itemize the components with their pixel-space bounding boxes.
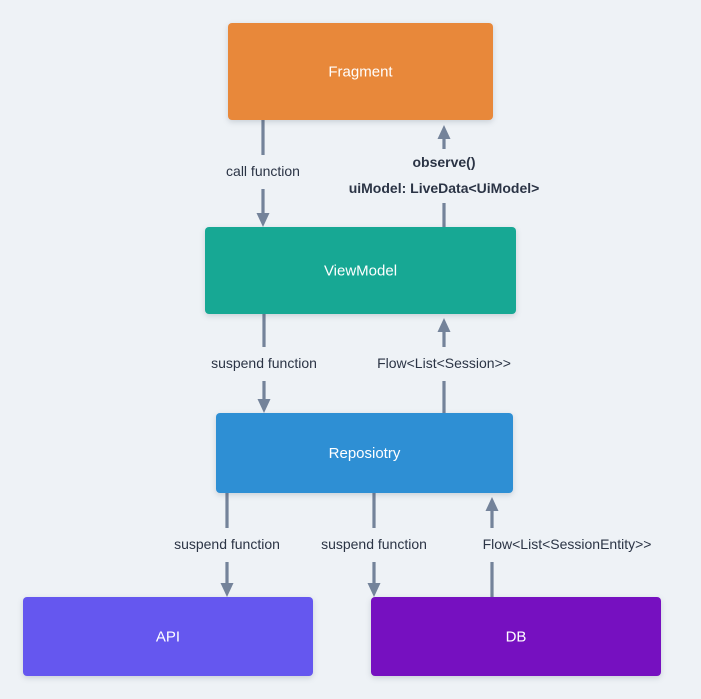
edge-label-line: call function bbox=[226, 163, 300, 179]
node-box-db[interactable] bbox=[371, 597, 661, 676]
edge-label-viewmodel-to-repository: suspend function bbox=[211, 355, 317, 371]
node-label-repository: Reposiotry bbox=[329, 445, 401, 462]
node-api[interactable]: API bbox=[23, 597, 313, 676]
edge-label-line: suspend function bbox=[321, 536, 427, 552]
edge-label-repository-to-viewmodel: Flow<List<Session>> bbox=[377, 355, 511, 371]
edge-label-line: Flow<List<SessionEntity>> bbox=[483, 536, 652, 552]
edge-label-db-to-repository: Flow<List<SessionEntity>> bbox=[483, 536, 652, 552]
node-label-fragment: Fragment bbox=[328, 63, 393, 80]
edge-fragment-to-viewmodel: call function bbox=[226, 120, 300, 227]
edge-label-repository-to-api: suspend function bbox=[174, 536, 280, 552]
edge-label-line: suspend function bbox=[211, 355, 317, 371]
node-box-repository[interactable] bbox=[216, 413, 513, 493]
node-box-api[interactable] bbox=[23, 597, 313, 676]
node-label-viewmodel: ViewModel bbox=[324, 262, 397, 279]
edge-viewmodel-to-fragment: observe() uiModel: LiveData<UiModel> bbox=[349, 125, 540, 227]
node-db[interactable]: DB bbox=[371, 597, 661, 676]
node-box-fragment[interactable] bbox=[228, 23, 493, 120]
node-label-api: API bbox=[156, 628, 180, 645]
edge-repository-to-db: suspend function bbox=[321, 493, 427, 597]
node-repository[interactable]: Reposiotry bbox=[216, 413, 513, 493]
edge-label-line: observe() bbox=[412, 154, 475, 170]
node-fragment[interactable]: Fragment bbox=[228, 23, 493, 120]
node-label-db: DB bbox=[506, 628, 527, 645]
edge-db-to-repository: Flow<List<SessionEntity>> bbox=[483, 497, 652, 597]
node-viewmodel[interactable]: ViewModel bbox=[205, 227, 516, 314]
edges-layer: call function observe() uiModel: LiveData<… bbox=[174, 120, 651, 597]
node-box-viewmodel[interactable] bbox=[205, 227, 516, 314]
edge-label-line: suspend function bbox=[174, 536, 280, 552]
edge-label-line: Flow<List<Session>> bbox=[377, 355, 511, 371]
edge-label-viewmodel-to-fragment: observe() uiModel: LiveData<UiModel> bbox=[349, 154, 540, 196]
edge-repository-to-api: suspend function bbox=[174, 493, 280, 597]
edge-label-fragment-to-viewmodel: call function bbox=[226, 163, 300, 179]
edge-repository-to-viewmodel: Flow<List<Session>> bbox=[377, 318, 511, 413]
edge-label-line: uiModel: LiveData<UiModel> bbox=[349, 180, 540, 196]
edge-viewmodel-to-repository: suspend function bbox=[211, 314, 317, 413]
edge-label-repository-to-db: suspend function bbox=[321, 536, 427, 552]
